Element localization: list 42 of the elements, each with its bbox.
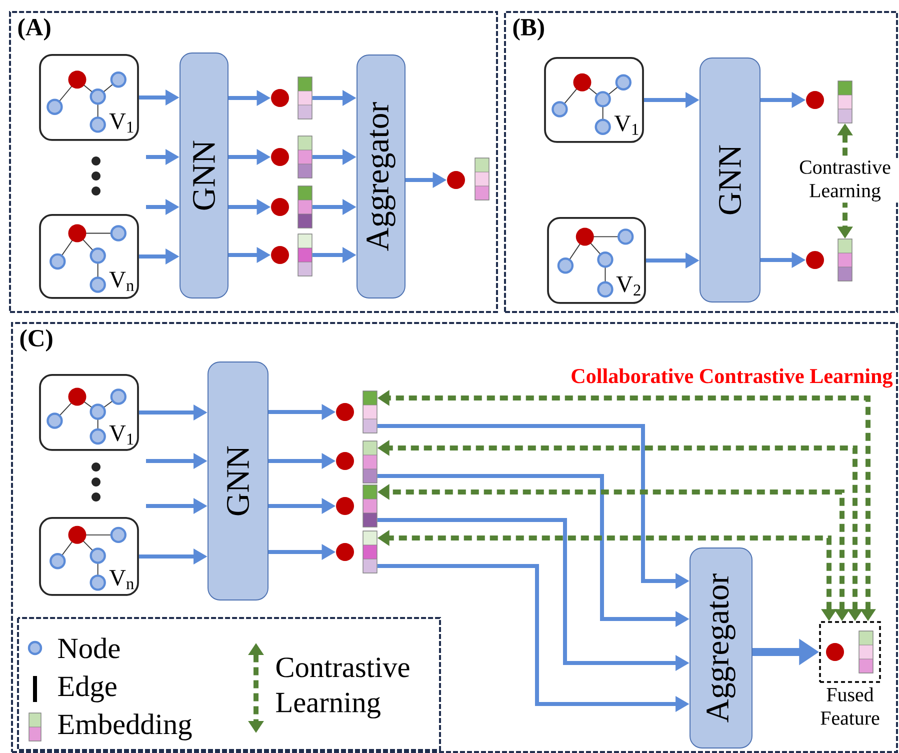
embedding-bar bbox=[838, 80, 852, 124]
node-dot bbox=[806, 91, 824, 109]
node-dot bbox=[271, 198, 289, 216]
feature-caption: Fused Feature bbox=[820, 687, 880, 725]
embedding-bar bbox=[298, 136, 312, 178]
embedding-bar bbox=[838, 238, 852, 282]
embedding-bar bbox=[858, 630, 874, 674]
node-dot bbox=[271, 148, 289, 166]
graph-box: V$_{1}$ bbox=[39, 374, 139, 451]
embedding-bar bbox=[298, 76, 312, 120]
node-dot bbox=[336, 497, 354, 515]
node-dot bbox=[271, 89, 289, 107]
process-block: GNN bbox=[180, 52, 228, 298]
legend-text: Edge bbox=[58, 676, 116, 702]
legend-text: Contrastive Learning bbox=[276, 658, 410, 718]
embedding-bar bbox=[362, 440, 378, 484]
heading-label: Collaborative Contrastive Learning bbox=[572, 368, 893, 388]
graph-box: V$_{n}$ bbox=[39, 214, 139, 299]
embedding-bar bbox=[298, 234, 312, 276]
node-dot bbox=[336, 452, 354, 470]
node-dot bbox=[806, 251, 824, 269]
embedding-bar bbox=[474, 158, 490, 200]
legend-text: Embedding bbox=[58, 714, 192, 740]
graph-box: V$_{1}$ bbox=[39, 54, 139, 141]
node-dot bbox=[336, 543, 354, 561]
embedding-bar bbox=[362, 390, 378, 434]
node-dot bbox=[271, 246, 289, 264]
embedding-bar bbox=[362, 530, 378, 574]
embedding-bar bbox=[362, 484, 378, 528]
legend-text: Node bbox=[58, 638, 120, 658]
process-block: GNN bbox=[208, 362, 268, 600]
process-block: Aggregator bbox=[690, 548, 752, 748]
process-block: Aggregator bbox=[356, 54, 406, 298]
embedding-bar bbox=[298, 186, 312, 228]
node-dot bbox=[336, 403, 354, 421]
graph-box: V$_{n}$ bbox=[39, 517, 139, 596]
process-block: GNN bbox=[700, 58, 760, 302]
graph-box: V$_{1}$ bbox=[544, 57, 644, 143]
edge-label: Contrastive Learning bbox=[790, 159, 899, 203]
graph-box: V$_{2}$ bbox=[547, 217, 646, 304]
node-dot bbox=[826, 643, 844, 661]
node-dot bbox=[447, 171, 465, 189]
